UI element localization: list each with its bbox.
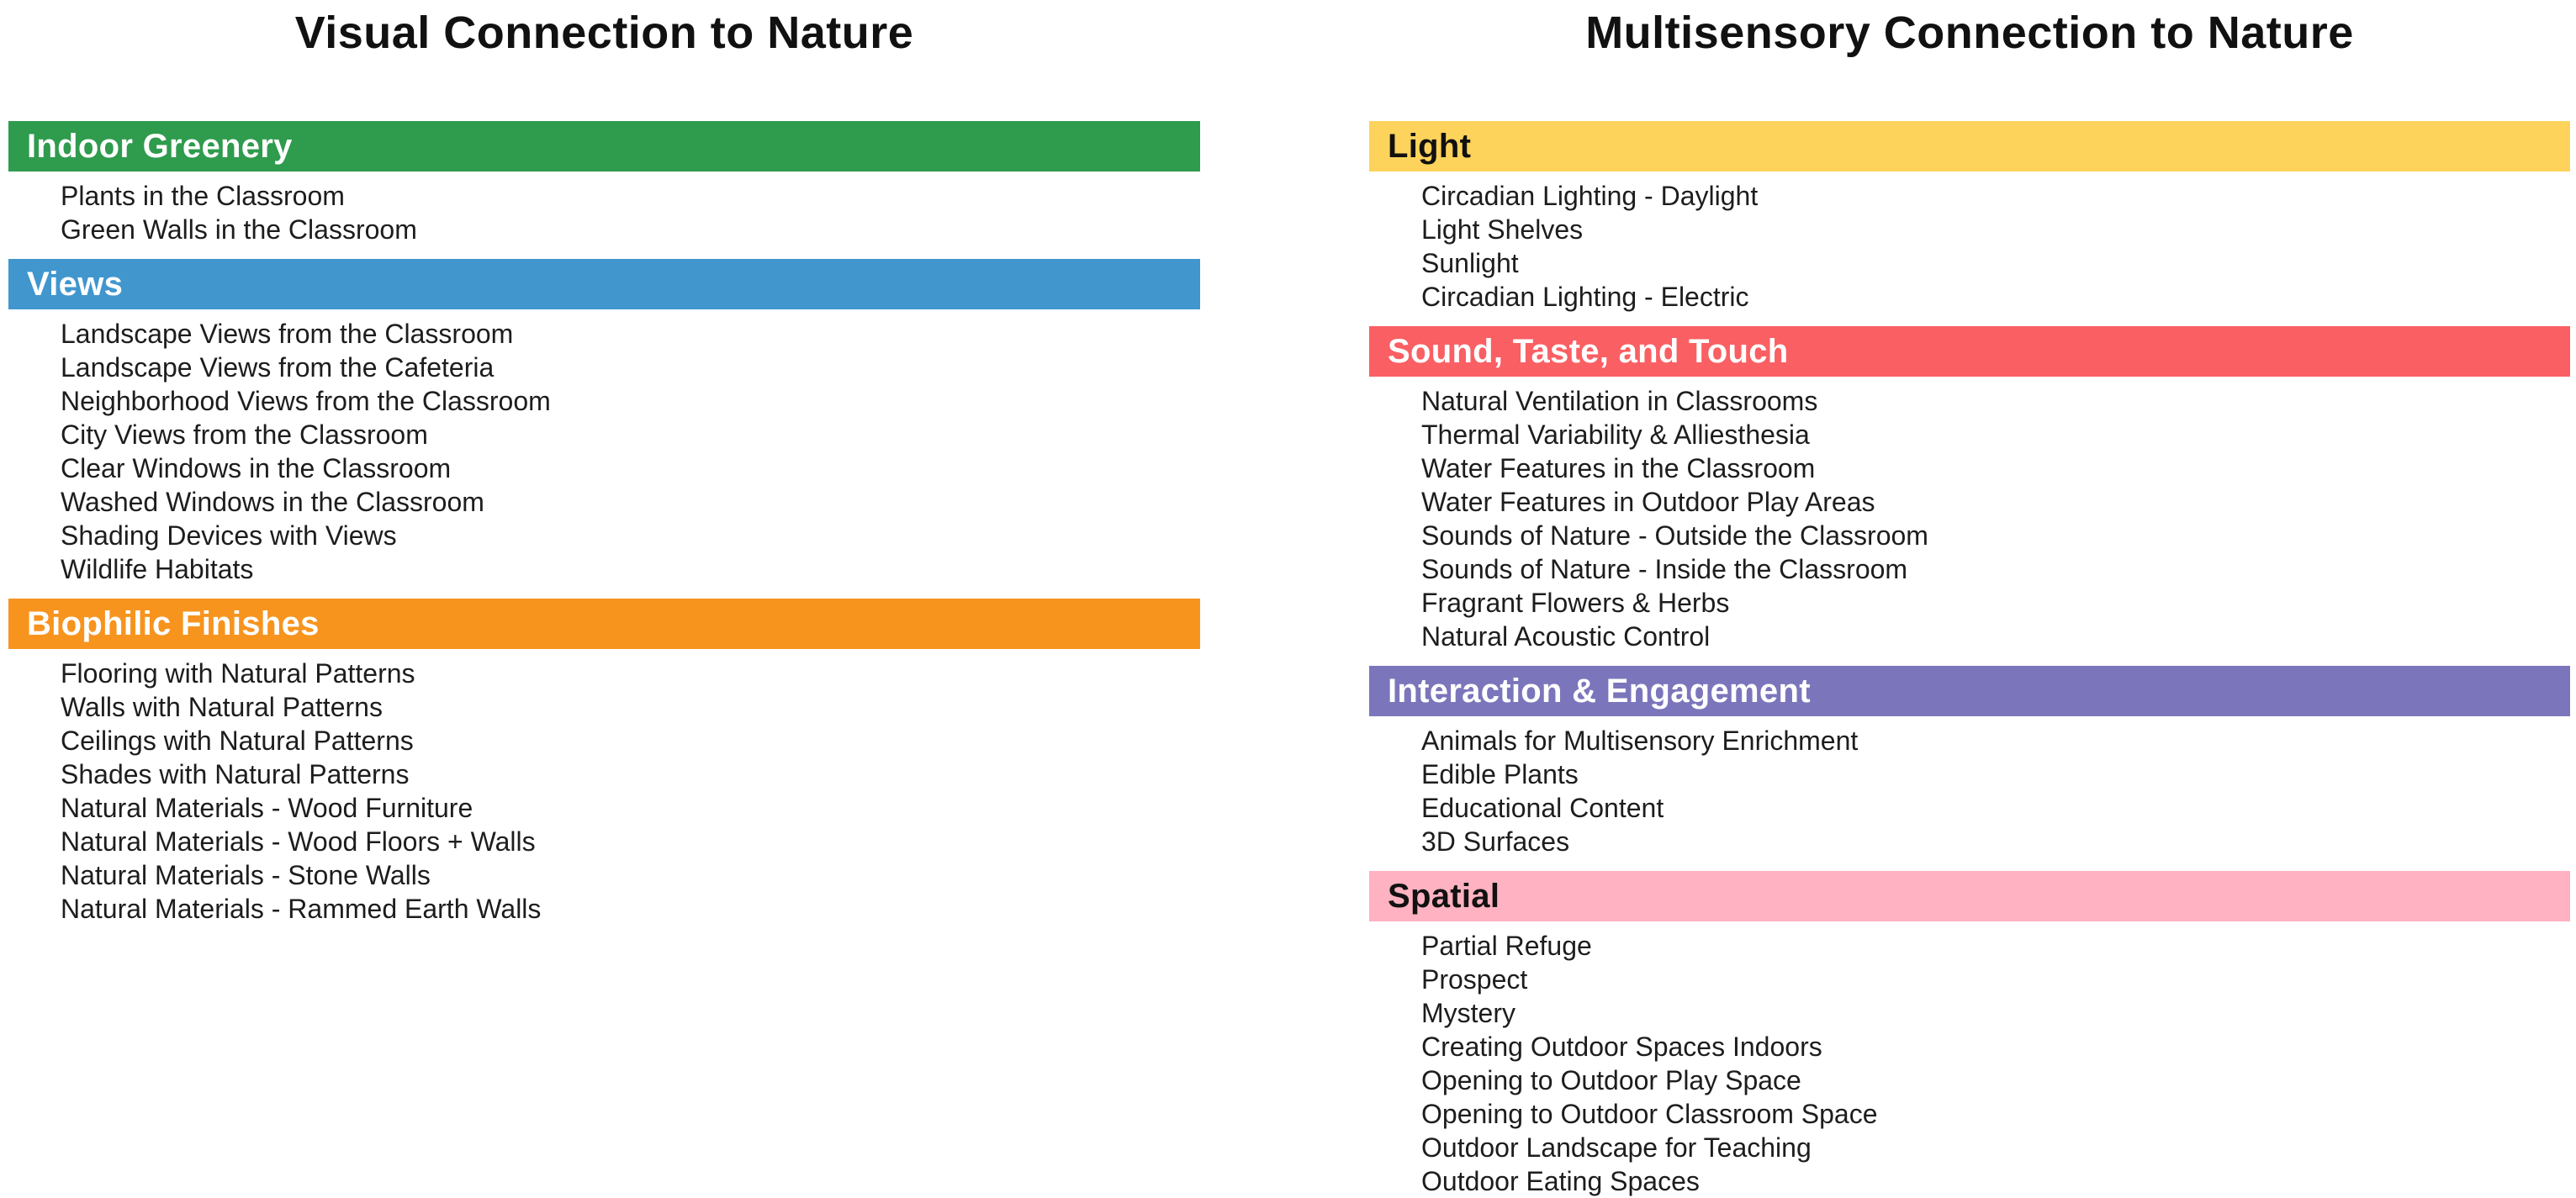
list-item: Educational Content — [1421, 793, 1664, 823]
list-item: Green Walls in the Classroom — [61, 214, 417, 245]
list-item: Flooring with Natural Patterns — [61, 658, 415, 689]
list-item: Edible Plants — [1421, 759, 1579, 789]
list-item: Ceilings with Natural Patterns — [61, 726, 414, 756]
list-item: Prospect — [1421, 964, 1528, 995]
section-header-bar-sound-taste-and-touch: Sound, Taste, and Touch — [1369, 326, 2570, 377]
list-item: Water Features in the Classroom — [1421, 453, 1816, 483]
list-item: Clear Windows in the Classroom — [61, 453, 452, 483]
list-item: Shades with Natural Patterns — [61, 759, 410, 789]
list-item: Shading Devices with Views — [61, 520, 397, 551]
list-item: Wildlife Habitats — [61, 554, 254, 584]
list-item: Neighborhood Views from the Classroom — [61, 386, 551, 416]
section-header-bar-views: Views — [8, 259, 1200, 309]
list-item: Sounds of Nature - Outside the Classroom — [1421, 520, 1928, 551]
list-item: Natural Materials - Rammed Earth Walls — [61, 894, 542, 924]
list-item: Natural Acoustic Control — [1421, 621, 1711, 652]
list-item: 3D Surfaces — [1421, 826, 1570, 857]
list-item: Water Features in Outdoor Play Areas — [1421, 487, 1875, 517]
list-item: Walls with Natural Patterns — [61, 692, 383, 722]
list-item: Washed Windows in the Classroom — [61, 487, 484, 517]
list-item: Plants in the Classroom — [61, 181, 345, 211]
column-title: Visual Connection to Nature — [294, 8, 914, 58]
list-item: Creating Outdoor Spaces Indoors — [1421, 1032, 1822, 1062]
list-item: Opening to Outdoor Classroom Space — [1421, 1099, 1878, 1129]
list-item: Natural Materials - Wood Furniture — [61, 793, 473, 823]
list-item: Sunlight — [1421, 248, 1519, 278]
list-item: Circadian Lighting - Daylight — [1421, 181, 1759, 211]
list-item: Natural Materials - Wood Floors + Walls — [61, 826, 536, 857]
list-item: Mystery — [1421, 998, 1515, 1028]
list-item: Light Shelves — [1421, 214, 1584, 245]
list-item: Animals for Multisensory Enrichment — [1421, 726, 1859, 756]
list-item: Fragrant Flowers & Herbs — [1421, 588, 1730, 618]
list-item: Outdoor Landscape for Teaching — [1421, 1132, 1812, 1163]
section-header-bar-spatial: Spatial — [1369, 871, 2570, 921]
list-item: Opening to Outdoor Play Space — [1421, 1065, 1801, 1095]
section-header-bar-indoor-greenery: Indoor Greenery — [8, 121, 1200, 172]
list-item: Landscape Views from the Cafeteria — [61, 352, 495, 383]
list-item: Natural Materials - Stone Walls — [61, 860, 431, 890]
list-item: Sounds of Nature - Inside the Classroom — [1421, 554, 1908, 584]
column-title: Multisensory Connection to Nature — [1585, 8, 2354, 58]
list-item: Outdoor Eating Spaces — [1421, 1166, 1700, 1196]
list-item: Landscape Views from the Classroom — [61, 319, 514, 349]
list-item: Natural Ventilation in Classrooms — [1421, 386, 1818, 416]
section-header-bar-interaction-and-engagement: Interaction & Engagement — [1369, 666, 2570, 716]
list-item: Thermal Variability & Alliesthesia — [1421, 420, 1810, 450]
section-header-bar-light: Light — [1369, 121, 2570, 172]
section-header-bar-biophilic-finishes: Biophilic Finishes — [8, 599, 1200, 649]
list-item: City Views from the Classroom — [61, 420, 428, 450]
list-item: Partial Refuge — [1421, 931, 1592, 961]
list-item: Circadian Lighting - Electric — [1421, 282, 1749, 312]
